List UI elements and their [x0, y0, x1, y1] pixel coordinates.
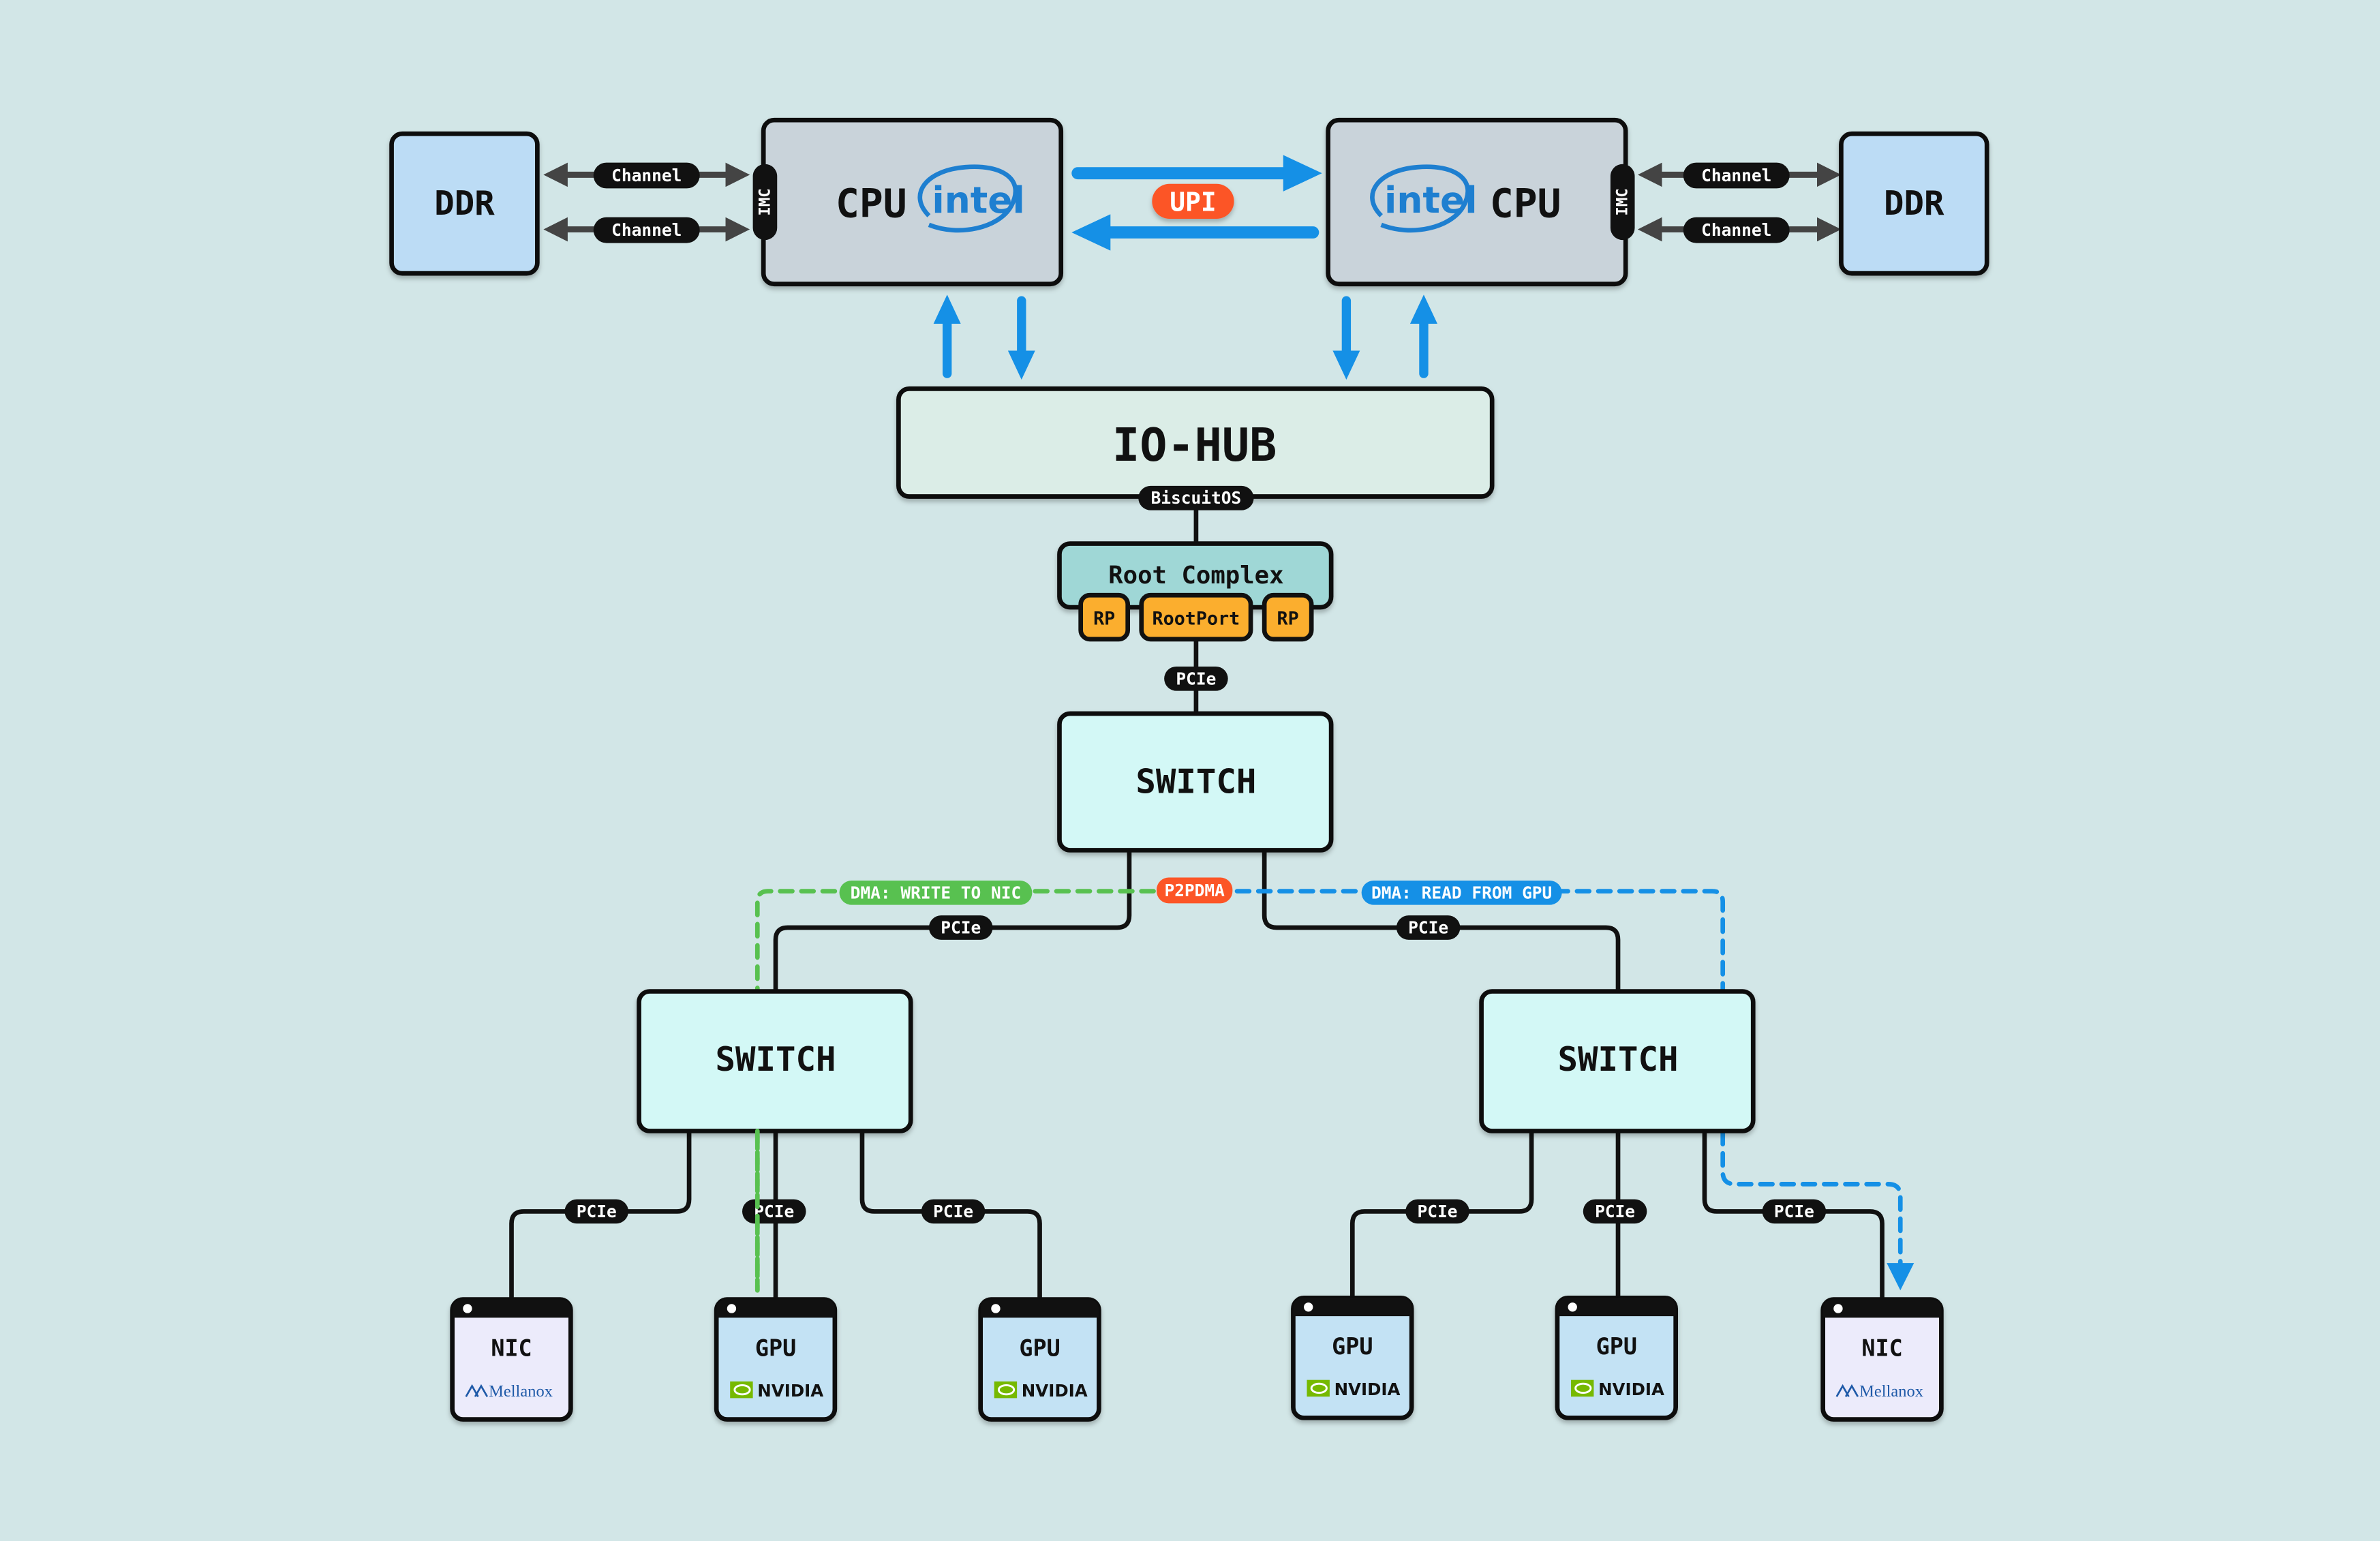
switch-right-label: SWITCH: [1558, 1040, 1679, 1079]
switch-left-label: SWITCH: [716, 1040, 836, 1079]
root-complex-label: Root Complex: [1108, 562, 1283, 590]
svg-text:PCIe: PCIe: [941, 917, 981, 937]
endpoint-gpu: GPU NVIDIA: [1555, 1296, 1678, 1420]
switch-top: SWITCH: [1057, 711, 1334, 853]
cpu-iohub-arrows: [933, 294, 1438, 380]
switch-right: SWITCH: [1479, 989, 1756, 1133]
channel-left-1: Channel: [543, 162, 750, 189]
svg-text:NVIDIA: NVIDIA: [1334, 1379, 1401, 1399]
upi-link: UPI: [1071, 155, 1322, 251]
svg-text:DMA: WRITE TO NIC: DMA: WRITE TO NIC: [851, 883, 1022, 902]
svg-text:NVIDIA: NVIDIA: [1022, 1381, 1088, 1401]
svg-text:NVIDIA: NVIDIA: [1598, 1379, 1664, 1399]
endpoint-gpu: GPU NVIDIA: [714, 1297, 838, 1422]
ddr-right-label: DDR: [1884, 184, 1944, 223]
mellanox-logo-icon: Mellanox: [1835, 1382, 1923, 1401]
status-led-icon: [1833, 1304, 1843, 1313]
cpu-left-label: CPU: [836, 181, 907, 227]
endpoint-type-label: GPU: [1019, 1334, 1060, 1361]
endpoint-gpu: GPU NVIDIA: [978, 1297, 1101, 1422]
intel-logo-icon: intel: [917, 164, 1025, 233]
iohub: IO-HUB BiscuitOS: [896, 386, 1495, 544]
channel-label: Channel: [611, 220, 682, 240]
svg-text:PCIe: PCIe: [1595, 1202, 1635, 1221]
svg-text:PCIe: PCIe: [1418, 1202, 1458, 1221]
status-led-icon: [463, 1304, 472, 1313]
imc-left-label: IMC: [756, 188, 774, 215]
p2pdma-badge: P2PDMA: [1157, 877, 1233, 904]
svg-text:PCIe: PCIe: [933, 1202, 973, 1221]
cpu-right: IMC CPU intel: [1326, 117, 1635, 287]
cpu-left: IMC CPU intel: [752, 117, 1064, 287]
svg-text:NVIDIA: NVIDIA: [757, 1381, 823, 1401]
endpoint-type-label: NIC: [1861, 1334, 1902, 1361]
iohub-label: IO-HUB: [1112, 418, 1277, 472]
pcie-link-rc-switch: PCIe: [1164, 639, 1228, 714]
root-port-main: RootPort: [1139, 592, 1253, 642]
svg-text:intel: intel: [932, 179, 1024, 222]
pcie-links-top: [773, 850, 1621, 992]
endpoint-gpu: GPU NVIDIA: [1291, 1296, 1414, 1420]
svg-text:RP: RP: [1093, 608, 1115, 629]
pcie-pills-top: PCIe PCIe: [928, 915, 1461, 940]
endpoint-type-label: GPU: [1332, 1333, 1373, 1360]
dma-read-badge: DMA: READ FROM GPU: [1361, 880, 1562, 905]
upi-badge: UPI: [1170, 187, 1216, 217]
svg-text:Mellanox: Mellanox: [489, 1382, 553, 1401]
svg-text:PCIe: PCIe: [754, 1202, 794, 1221]
svg-text:PCIe: PCIe: [577, 1202, 617, 1221]
nvidia-logo-icon: NVIDIA: [994, 1381, 1088, 1401]
switch-top-label: SWITCH: [1135, 763, 1256, 802]
nvidia-logo-icon: NVIDIA: [730, 1381, 823, 1401]
endpoint-type-label: NIC: [491, 1334, 532, 1361]
dma-write-path: [754, 889, 1156, 1293]
imc-right: [1610, 164, 1635, 241]
svg-text:intel: intel: [1384, 179, 1477, 222]
dma-write-badge: DMA: WRITE TO NIC: [839, 880, 1033, 905]
switch-left: SWITCH: [637, 989, 913, 1133]
biscuitos-tag: BiscuitOS: [1151, 488, 1242, 508]
channel-left-2: Channel: [543, 217, 750, 243]
channel-label: Channel: [611, 166, 682, 185]
intel-logo-icon: intel: [1370, 164, 1478, 233]
dma-read-path: [1234, 889, 1914, 1291]
status-led-icon: [727, 1304, 737, 1313]
ddr-left-label: DDR: [434, 184, 495, 223]
endpoint-devices: NICMellanoxGPUNVIDIAGPUNVIDIAGPUNVIDIAGP…: [450, 1296, 1944, 1422]
cpu-right-label: CPU: [1490, 181, 1561, 227]
ddr-right: DDR: [1839, 131, 1989, 276]
svg-text:PCIe: PCIe: [1176, 669, 1216, 688]
nvidia-logo-icon: NVIDIA: [1307, 1379, 1401, 1399]
endpoint-nic: NIC Mellanox: [450, 1297, 573, 1422]
endpoint-type-label: GPU: [1596, 1333, 1637, 1360]
svg-text:Mellanox: Mellanox: [1859, 1382, 1923, 1401]
pcie-links-right: PCIe PCIe PCIe: [1349, 1131, 1885, 1300]
channel-right-2: Channel: [1637, 217, 1842, 243]
channel-right-1: Channel: [1637, 162, 1842, 189]
status-led-icon: [1568, 1302, 1577, 1312]
svg-text:PCIe: PCIe: [1774, 1202, 1814, 1221]
status-led-icon: [991, 1304, 1001, 1313]
status-led-icon: [1304, 1302, 1313, 1312]
mellanox-logo-icon: Mellanox: [465, 1382, 553, 1401]
endpoint-type-label: GPU: [755, 1334, 796, 1361]
svg-text:P2PDMA: P2PDMA: [1164, 881, 1225, 900]
channel-label: Channel: [1701, 166, 1771, 185]
endpoint-nic: NIC Mellanox: [1820, 1297, 1944, 1422]
svg-text:RootPort: RootPort: [1153, 608, 1240, 629]
svg-text:RP: RP: [1277, 608, 1299, 629]
root-complex: Root Complex RP RootPort RP: [1057, 541, 1334, 642]
imc-right-label: IMC: [1614, 188, 1632, 215]
ddr-left: DDR: [389, 131, 540, 276]
root-port-2: RP: [1262, 592, 1314, 642]
nvidia-logo-icon: NVIDIA: [1570, 1379, 1664, 1399]
pcie-links-left: PCIe PCIe PCIe: [509, 1131, 1042, 1300]
svg-text:DMA: READ FROM GPU: DMA: READ FROM GPU: [1371, 883, 1552, 902]
root-port-1: RP: [1078, 592, 1131, 642]
svg-text:PCIe: PCIe: [1408, 917, 1448, 937]
imc-left: [752, 164, 778, 241]
channel-label: Channel: [1701, 220, 1771, 240]
